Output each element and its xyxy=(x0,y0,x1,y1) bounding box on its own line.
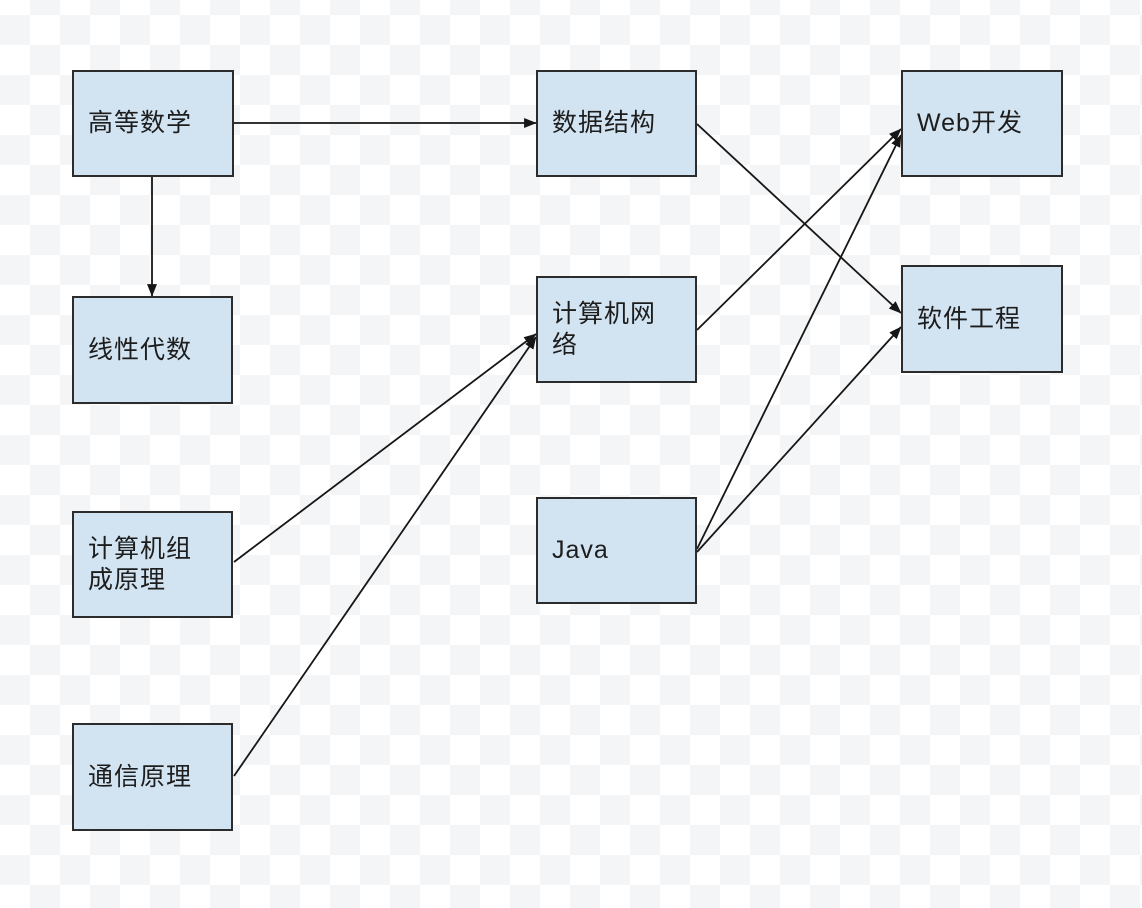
edge-computer-networks-to-web-development[interactable] xyxy=(696,128,902,331)
diagram-node-communication-principles[interactable]: 通信原理 xyxy=(72,723,233,831)
diagram-node-web-development[interactable]: Web开发 xyxy=(901,70,1063,177)
edge-java-to-web-development[interactable] xyxy=(696,134,902,550)
diagram-node-linear-algebra[interactable]: 线性代数 xyxy=(72,296,233,404)
edge-computer-organization-to-computer-networks[interactable] xyxy=(233,333,537,563)
diagram-node-computer-networks[interactable]: 计算机网 络 xyxy=(536,276,697,383)
diagram-node-data-structures[interactable]: 数据结构 xyxy=(536,70,697,177)
edge-communication-principles-to-computer-networks[interactable] xyxy=(233,336,537,777)
diagram-node-computer-organization[interactable]: 计算机组 成原理 xyxy=(72,511,233,618)
edge-data-structures-to-software-engineering[interactable] xyxy=(696,123,902,314)
edge-java-to-software-engineering[interactable] xyxy=(696,326,902,553)
diagram-node-java[interactable]: Java xyxy=(536,497,697,604)
diagram-node-advanced-math[interactable]: 高等数学 xyxy=(72,70,234,177)
diagram-node-software-engineering[interactable]: 软件工程 xyxy=(901,265,1063,373)
